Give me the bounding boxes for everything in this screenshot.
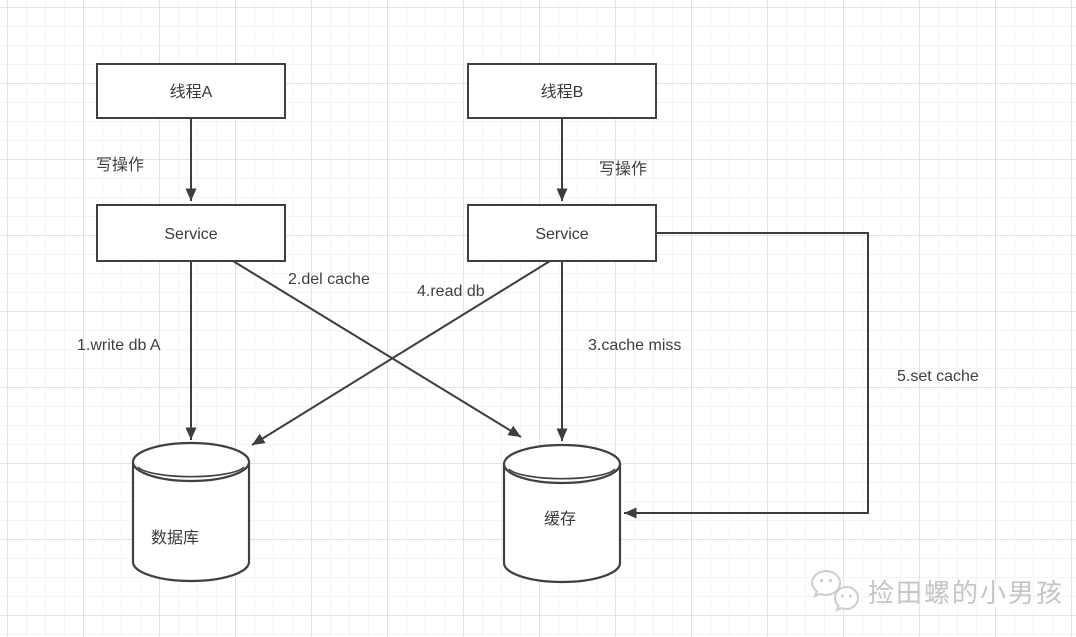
node-thread-a-label: 线程A (170, 83, 213, 101)
edge-label-set-cache: 5.set cache (897, 368, 979, 385)
node-thread-a: 线程A (96, 63, 286, 119)
edge-label-read-db: 4.read db (417, 283, 485, 300)
watermark: 捡田螺的小男孩 (810, 569, 1064, 613)
edge-label-write-db: 1.write db A (77, 337, 161, 354)
arrow-read-db (251, 260, 551, 446)
arrow-set-cache (624, 232, 869, 519)
node-service-a-label: Service (164, 226, 217, 243)
node-thread-b-label: 线程B (541, 83, 584, 101)
watermark-text: 捡田螺的小男孩 (868, 577, 1065, 608)
node-cache-label: 缓存 (544, 510, 576, 528)
node-database: 数据库 (131, 441, 251, 583)
edge-label-del-cache: 2.del cache (288, 271, 370, 288)
wechat-chat-bubbles-icon (810, 569, 860, 612)
node-service-b: Service (467, 204, 657, 262)
node-service-b-label: Service (535, 226, 588, 243)
edge-label-cache-miss: 3.cache miss (588, 337, 681, 354)
edge-label-write-op-a: 写操作 (96, 156, 144, 174)
node-thread-b: 线程B (467, 63, 657, 119)
node-database-label: 数据库 (151, 529, 199, 547)
node-service-a: Service (96, 204, 286, 262)
node-cache: 缓存 (502, 443, 622, 584)
arrow-del-cache (232, 260, 522, 438)
edge-label-write-op-b: 写操作 (599, 160, 647, 178)
